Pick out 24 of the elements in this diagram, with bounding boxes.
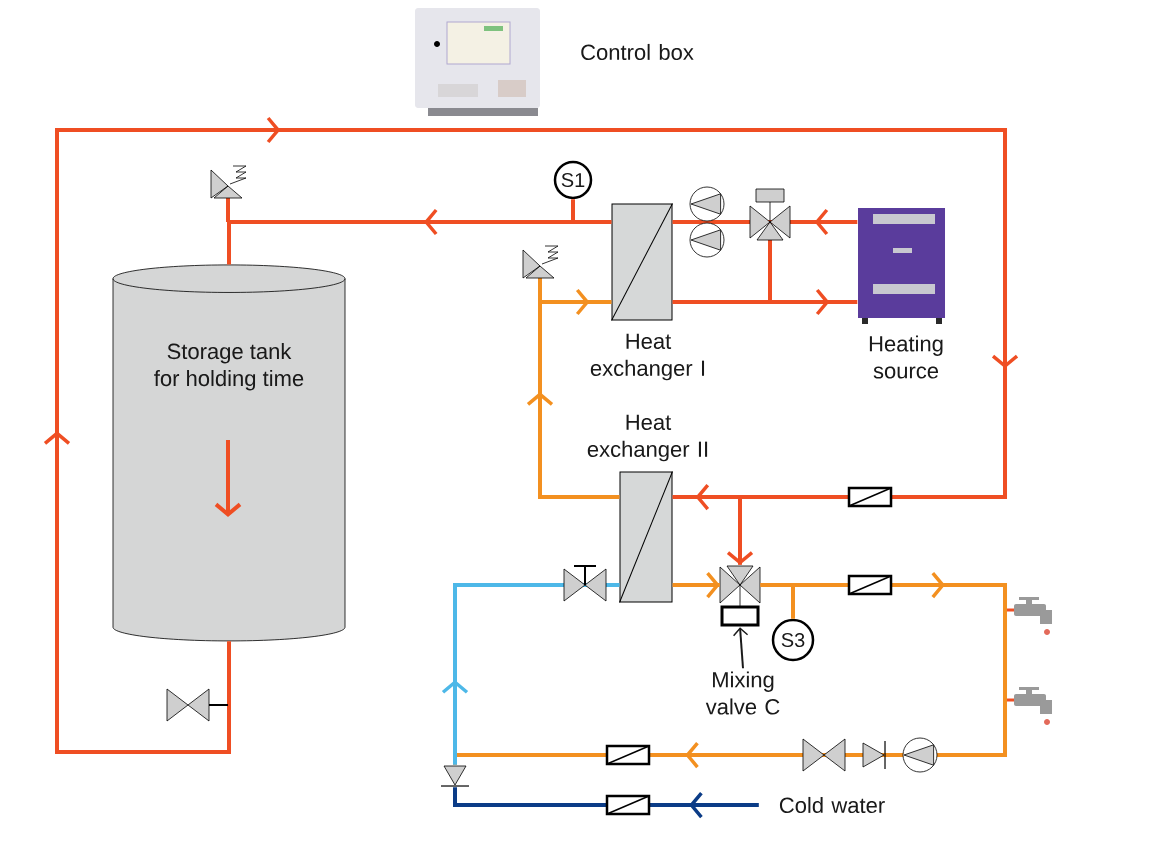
pipe — [441, 583, 620, 765]
pipe — [672, 288, 858, 316]
heat-exchanger — [611, 203, 673, 321]
label-text: Mixing valve C — [705, 671, 780, 715]
heating-source-drawing — [858, 208, 945, 324]
node-label: Heat exchanger II — [587, 414, 708, 462]
pipe — [726, 497, 754, 565]
node-label: Control box — [581, 43, 694, 61]
pipe — [227, 208, 612, 265]
pipe — [43, 116, 1019, 754]
node-label: Heat exchanger I — [590, 333, 705, 381]
node-label: Heating source — [869, 335, 943, 379]
check-valve-symbol — [440, 765, 470, 787]
leader-arrow — [732, 627, 749, 670]
pipe — [672, 571, 720, 599]
pipe — [526, 288, 620, 499]
control-box-drawing — [415, 8, 540, 116]
sensor-stem — [571, 199, 575, 222]
heat-exchanger — [619, 471, 673, 603]
mixing-valve-symbol — [719, 565, 761, 627]
pipe — [453, 787, 759, 819]
storage-tank: Storage tank for holding time — [112, 264, 346, 642]
label-text: Cold water — [779, 796, 885, 814]
sensor-stem — [791, 585, 795, 619]
